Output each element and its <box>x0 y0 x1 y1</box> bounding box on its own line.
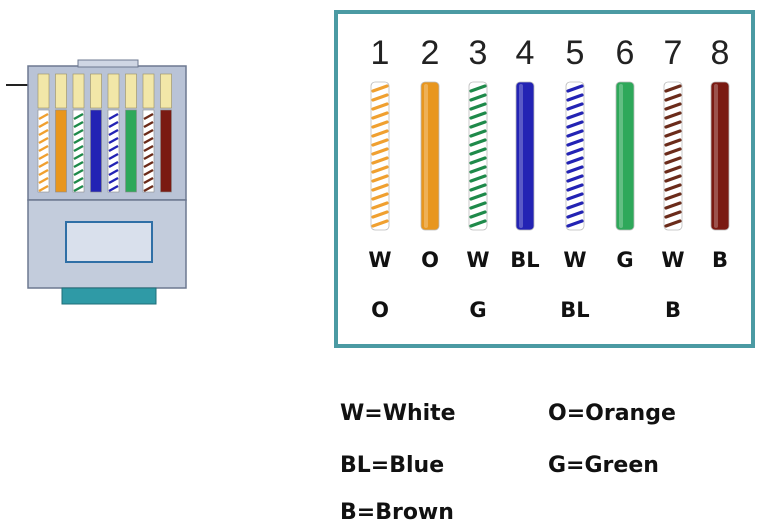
pin-code-7-line2: B <box>664 298 681 322</box>
pin-number-5: 5 <box>565 34 585 72</box>
pin-number-6: 6 <box>615 34 635 72</box>
connector-wire-2 <box>55 73 67 193</box>
connector-wire-8 <box>160 73 172 193</box>
connector-wire-6 <box>125 73 137 193</box>
legend-brown: B=Brown <box>340 500 454 525</box>
connector-wire-1 <box>37 73 50 193</box>
pin-number-7: 7 <box>663 34 683 72</box>
legend-orange: O=Orange <box>548 401 676 426</box>
connector-top-body <box>27 65 187 201</box>
pin-code-5-line2: BL <box>560 298 590 322</box>
pin-code-5: W <box>563 248 587 272</box>
rj45-connector-illustration <box>6 59 187 305</box>
pin-code-1: W <box>368 248 392 272</box>
wire-2 <box>420 81 440 231</box>
connector-wires <box>37 73 172 193</box>
wire-6 <box>615 81 635 231</box>
connector-wire-4 <box>90 73 102 193</box>
legend-green: G=Green <box>548 453 659 478</box>
pin-code-8: B <box>711 248 728 272</box>
wire-1 <box>370 81 390 231</box>
connector-wire-3 <box>72 73 85 193</box>
connector-wire-5 <box>107 73 120 193</box>
wire-5 <box>565 81 585 231</box>
wire-7 <box>663 81 683 231</box>
pin-code-6: G <box>616 248 634 272</box>
pinout-wires <box>370 81 730 231</box>
pin-number-4: 4 <box>515 34 535 72</box>
pin-number-3: 3 <box>468 34 488 72</box>
pin-code-3: W <box>466 248 490 272</box>
pin-number-2: 2 <box>420 34 440 72</box>
wire-3 <box>468 81 488 231</box>
pin-code-2: O <box>421 248 439 272</box>
pin-number-1: 1 <box>370 34 390 72</box>
wire-4 <box>515 81 535 231</box>
legend-white: W=White <box>340 401 456 426</box>
pin-code-7: W <box>661 248 685 272</box>
pin-code-4: BL <box>510 248 540 272</box>
pin-number-8: 8 <box>710 34 730 72</box>
connector-latch-tab <box>61 287 157 305</box>
pin-code-3-line2: G <box>469 298 487 322</box>
connector-wire-7 <box>142 73 155 193</box>
wire-8 <box>710 81 730 231</box>
connector-top-lip <box>77 59 139 68</box>
pin-code-1-line2: O <box>371 298 389 322</box>
legend-blue: BL=Blue <box>340 453 445 478</box>
connector-latch-window <box>65 221 153 263</box>
